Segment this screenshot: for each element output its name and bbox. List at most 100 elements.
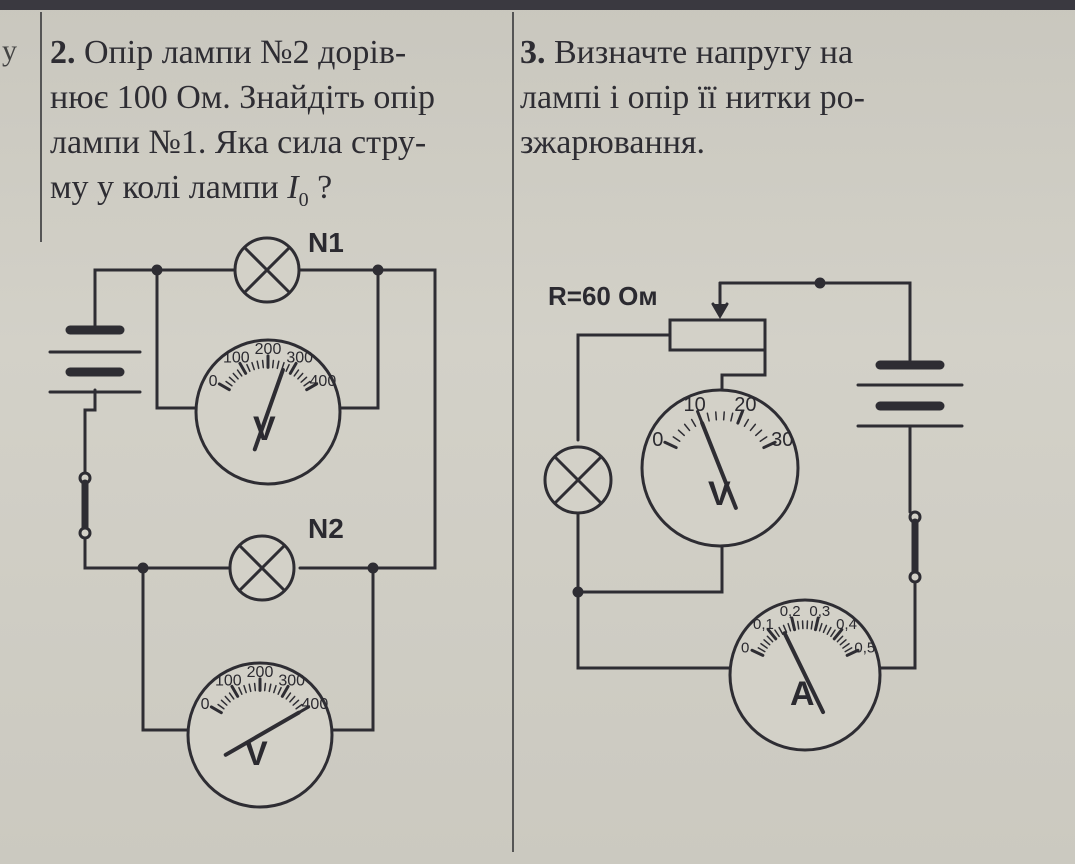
voltmeter-1 — [194, 338, 342, 486]
question-mark: ? — [317, 169, 333, 206]
scale-minor-tick — [300, 376, 308, 383]
scale-minor-tick — [224, 695, 231, 703]
scale-minor-tick — [277, 686, 282, 695]
scale-minor-tick — [826, 626, 832, 635]
scale-label: 0,5 — [854, 639, 875, 656]
scale-label: 100 — [215, 673, 242, 690]
scale-minor-tick — [246, 363, 251, 372]
scale-minor-tick — [766, 635, 774, 643]
scale-major-tick — [832, 628, 844, 641]
task-2-number: 2. — [50, 34, 76, 71]
scale-minor-tick — [763, 639, 771, 646]
task-2-line-1-text: Опір лампи №2 дорів- — [84, 34, 407, 71]
junction — [814, 277, 826, 289]
task-2-line-4: му у колі лампи I0 ? — [50, 165, 510, 223]
voltmeter-2-unit: V — [245, 735, 268, 773]
task-2-text: 2. Опір лампи №2 дорів- нює 100 Ом. Знай… — [50, 30, 510, 223]
scale-minor-tick — [289, 695, 296, 703]
scale-minor-tick — [256, 360, 260, 370]
scale-minor-tick — [743, 418, 750, 428]
scale-label: 0 — [209, 373, 218, 390]
scale-minor-tick — [293, 369, 300, 377]
scale-minor-tick — [297, 372, 304, 380]
rheostat — [668, 281, 767, 352]
scale-minor-tick — [760, 642, 768, 649]
ammeter-scale-ticks — [750, 616, 860, 657]
junction — [372, 264, 384, 276]
scale-minor-tick — [217, 703, 225, 710]
lamp-n1 — [233, 236, 301, 304]
scale-minor-tick — [238, 686, 243, 695]
scale-minor-tick — [778, 626, 784, 635]
column-divider-left — [40, 12, 42, 242]
scale-major-tick — [217, 382, 231, 392]
scale-label: 0,2 — [780, 603, 801, 620]
battery-2 — [856, 360, 964, 428]
scale-minor-tick — [774, 629, 780, 638]
ammeter — [728, 598, 882, 752]
current-symbol: I0 — [287, 169, 308, 211]
scale-major-tick — [280, 684, 290, 698]
current-symbol-subscript: 0 — [298, 189, 309, 211]
current-symbol-letter: I — [287, 169, 299, 206]
voltmeter-2-scale-ticks — [209, 677, 311, 715]
scale-minor-tick — [690, 418, 697, 428]
scale-minor-tick — [683, 423, 691, 432]
scale-minor-tick — [839, 639, 847, 646]
scale-minor-tick — [844, 647, 853, 653]
scale-minor-tick — [757, 647, 766, 653]
switch-1 — [78, 471, 92, 540]
scale-major-tick — [238, 361, 248, 375]
task-3-line-2: лампі і опір її нитки ро- — [520, 79, 865, 116]
scale-label: 200 — [255, 341, 282, 358]
scale-minor-tick — [225, 380, 233, 387]
wire-c1-voltmeter2-left — [141, 566, 194, 732]
scale-minor-tick — [677, 429, 686, 437]
task-3-line-3: зжарювання. — [520, 124, 706, 161]
scale-minor-tick — [836, 635, 844, 643]
scale-minor-tick — [754, 429, 763, 437]
voltmeter-1-needle — [252, 367, 285, 452]
scale-minor-tick — [822, 624, 828, 634]
scale-minor-tick — [220, 699, 228, 706]
junction — [367, 562, 379, 574]
scale-label: 20 — [734, 394, 756, 416]
scale-minor-tick — [292, 699, 300, 706]
scale-label: 0 — [652, 429, 663, 451]
junction — [151, 264, 163, 276]
scale-minor-tick — [715, 411, 718, 421]
wire-c1-voltmeter1-left — [155, 268, 197, 410]
scale-minor-tick — [842, 642, 850, 649]
scale-label: 0,1 — [753, 616, 774, 633]
voltmeter-1-scale-ticks — [217, 354, 319, 392]
scale-minor-tick — [672, 436, 681, 442]
voltmeter-3-needle — [700, 421, 738, 510]
wire-c2-voltmeter-bottom — [576, 543, 724, 594]
scale-label: 200 — [247, 664, 274, 681]
scale-minor-tick — [830, 629, 836, 638]
scale-label: 0,4 — [836, 616, 857, 633]
scale-minor-tick — [722, 411, 725, 421]
scale-minor-tick — [810, 620, 814, 630]
scale-minor-tick — [268, 683, 272, 693]
junction — [572, 586, 584, 598]
task-3-number: 3. — [520, 34, 546, 71]
scale-minor-tick — [253, 682, 257, 692]
wire-c1-bottom-left — [83, 531, 237, 570]
task-3-line-1-text: Визначте напругу на — [554, 34, 854, 71]
scale-label: 10 — [684, 394, 706, 416]
scale-minor-tick — [782, 624, 788, 634]
task-3-line-1: 3. Визначте напругу на — [520, 30, 970, 75]
task-3-text: 3. Визначте напругу на лампі і опір її н… — [520, 30, 970, 165]
scale-major-tick — [845, 648, 860, 657]
scale-major-tick — [736, 409, 744, 425]
scale-minor-tick — [251, 361, 255, 371]
scale-minor-tick — [248, 683, 252, 693]
scale-minor-tick — [818, 622, 823, 632]
wire-c2-voltmeter-top — [720, 333, 767, 392]
voltmeter-2 — [186, 661, 334, 809]
voltmeter-1-unit: V — [253, 410, 276, 448]
scale-minor-tick — [271, 359, 275, 369]
junction — [137, 562, 149, 574]
